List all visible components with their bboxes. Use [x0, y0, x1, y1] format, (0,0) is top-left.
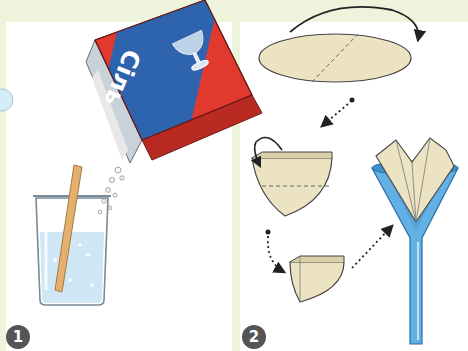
- funnel: [372, 138, 458, 344]
- filter-paper-half: [252, 138, 332, 217]
- fold-step-dotted-arrow: [352, 226, 392, 268]
- filter-paper-quarter: [290, 256, 344, 302]
- fold-step-dotted-arrow: [322, 98, 355, 127]
- goblet-icon: [172, 30, 215, 74]
- callout-disc: [6, 325, 30, 349]
- salt-grains: [98, 167, 124, 214]
- fold-step-dotted-arrow: [266, 230, 285, 273]
- stirring-stick: [55, 165, 82, 292]
- callout-number: 2: [249, 330, 259, 345]
- callout-disc: [242, 325, 266, 349]
- salt-box: [20, 0, 285, 199]
- filter-paper-circle: [259, 34, 411, 82]
- bubble: [0, 89, 13, 111]
- panel: [240, 22, 468, 351]
- callout-number: 1: [13, 330, 23, 345]
